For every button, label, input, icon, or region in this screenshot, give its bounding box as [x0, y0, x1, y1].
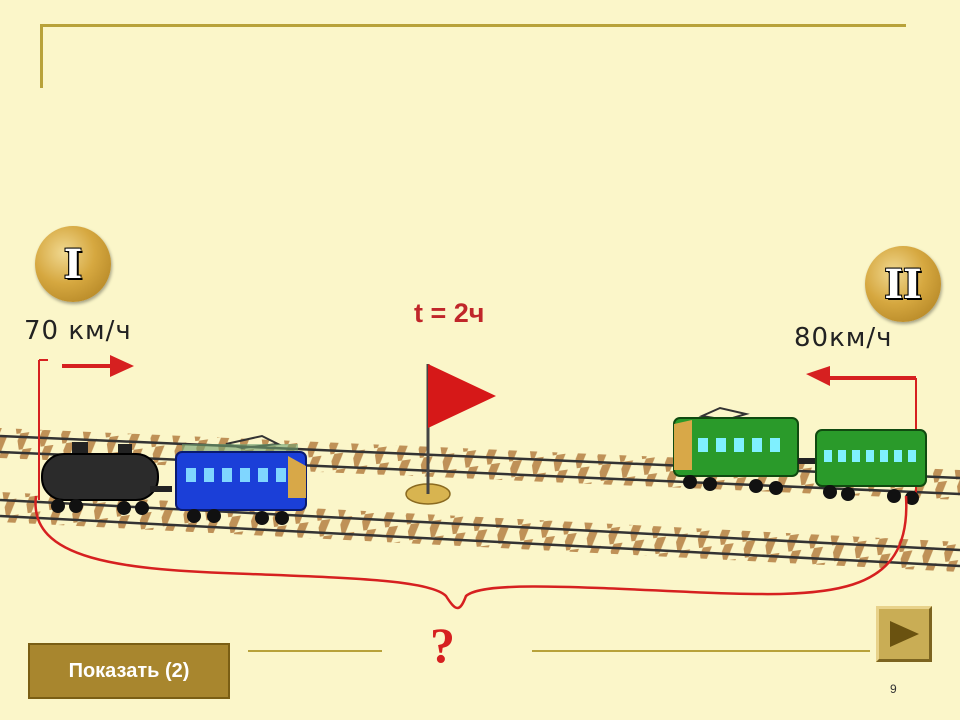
green-passenger-car — [798, 429, 927, 505]
train-2-speed: 80км/ч — [794, 323, 893, 353]
play-triangle-icon — [890, 621, 919, 647]
blue-locomotive — [175, 434, 307, 525]
tank-wagon — [41, 442, 172, 515]
frame-left-line — [40, 24, 43, 88]
left-speed-arrow — [38, 355, 134, 500]
frame-bottom-line-left — [248, 650, 382, 652]
show-button[interactable]: Показать (2) — [28, 643, 230, 699]
red-flag-icon — [405, 364, 496, 505]
train-1-badge: I — [35, 226, 111, 302]
frame-top-line — [40, 24, 906, 27]
frame-bottom-line-right — [532, 650, 870, 652]
question-mark: ? — [430, 617, 455, 673]
time-label: t = 2ч — [414, 298, 485, 328]
page-number: 9 — [890, 682, 897, 696]
next-button[interactable] — [876, 606, 932, 662]
train-1-speed: 70 км/ч — [24, 316, 132, 346]
train-2-badge: II — [865, 246, 941, 322]
track-lower — [0, 492, 960, 572]
green-locomotive — [673, 406, 799, 495]
distance-brace — [34, 495, 908, 610]
